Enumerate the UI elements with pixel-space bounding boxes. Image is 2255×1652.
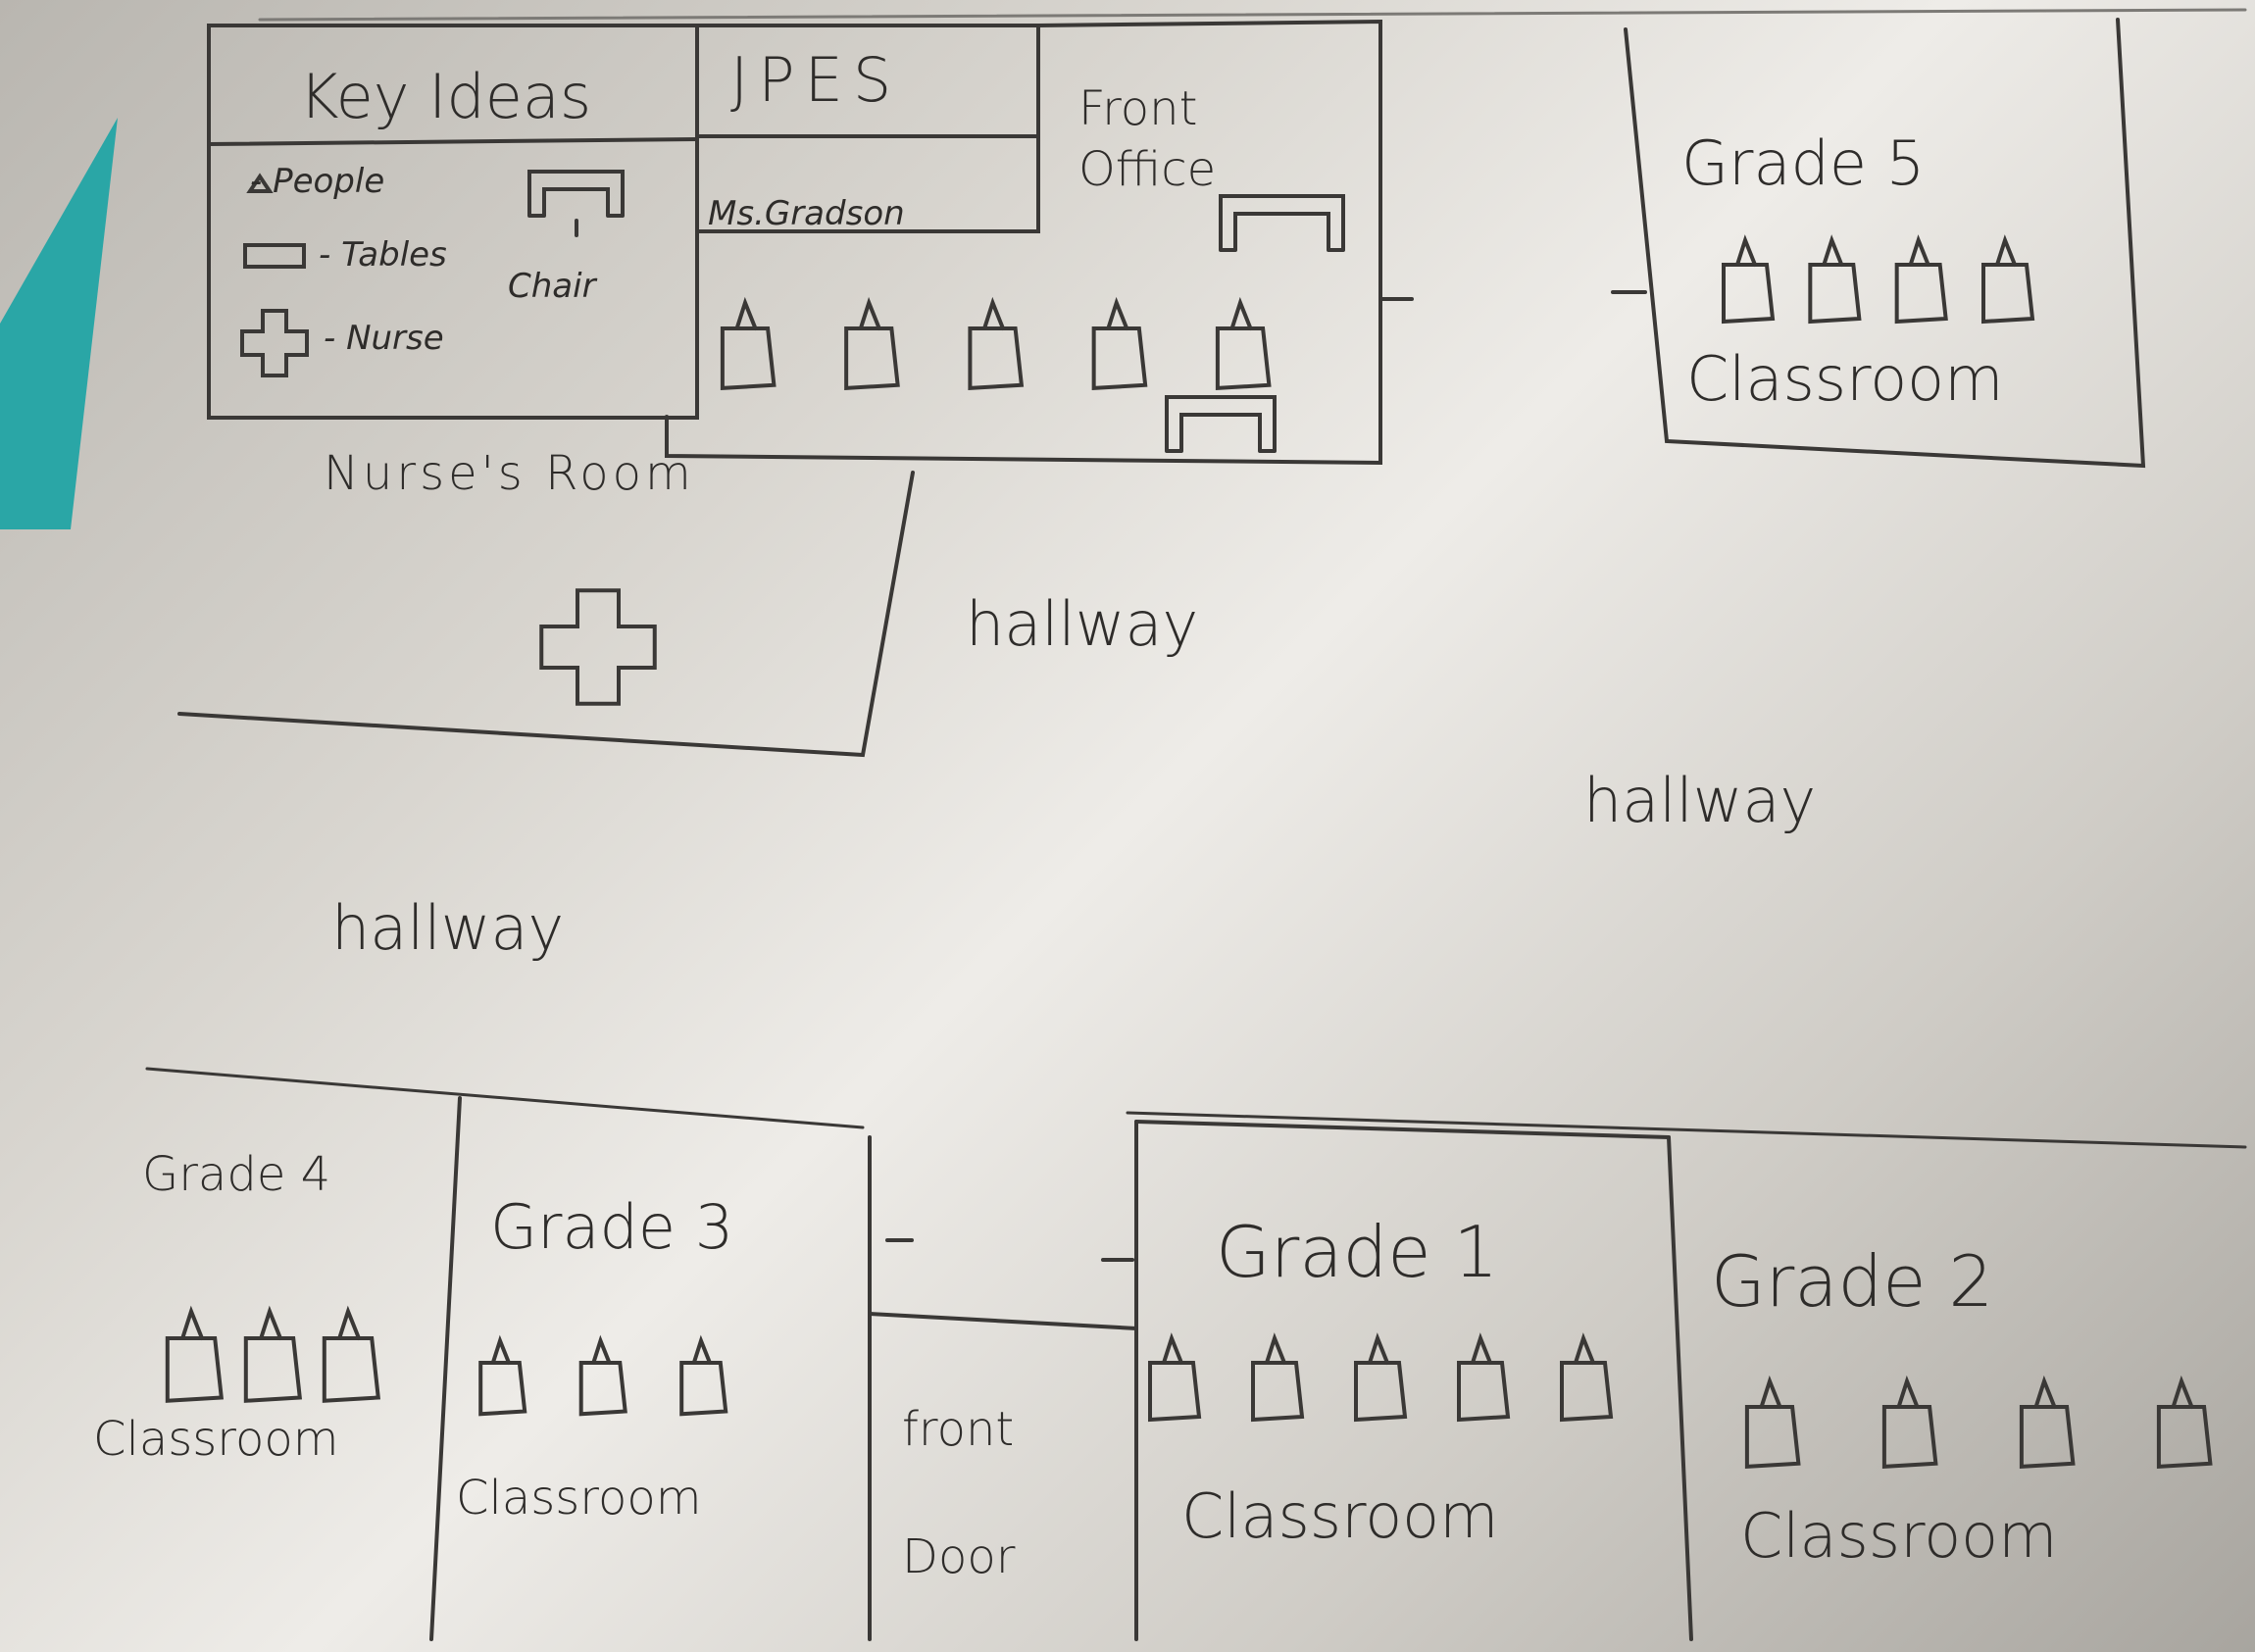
person-icon xyxy=(478,1334,527,1417)
person-icon xyxy=(243,1305,303,1403)
front-door-top xyxy=(868,1312,1138,1330)
hallway-wall-left xyxy=(145,1067,865,1129)
jpes-box xyxy=(695,24,1040,233)
grade4-subtitle: Classroom xyxy=(93,1412,339,1467)
table-icon xyxy=(243,243,306,269)
table-icon xyxy=(1219,194,1345,252)
person-icon xyxy=(1457,1332,1511,1423)
person-icon xyxy=(165,1305,225,1403)
person-icon xyxy=(1808,234,1862,325)
person-icon xyxy=(322,1305,381,1403)
legend-people: - People xyxy=(250,162,385,201)
front-door-title: front xyxy=(902,1402,1015,1457)
grade2-title: Grade 2 xyxy=(1711,1240,1994,1323)
person-icon xyxy=(578,1334,627,1417)
paper-edge xyxy=(258,8,2247,22)
front-office-walls xyxy=(665,19,1382,466)
legend-divider xyxy=(207,137,699,146)
jpes-title: JPES xyxy=(730,44,902,116)
front-office-title: Front Office xyxy=(1078,81,1217,197)
grade2-subtitle: Classroom xyxy=(1740,1500,2058,1572)
grade5-walls xyxy=(1624,18,2146,469)
nurse-room-walls xyxy=(177,471,915,758)
table-icon xyxy=(527,170,625,218)
person-icon xyxy=(2156,1375,2213,1470)
hallway-wall-right xyxy=(1126,1111,2247,1149)
table-icon xyxy=(1165,395,1277,453)
triangle-person-icon xyxy=(246,173,274,193)
grade3-subtitle: Classroom xyxy=(456,1471,702,1526)
hallway-label: hallway xyxy=(1583,765,1817,836)
grade5-subtitle: Classroom xyxy=(1686,343,2004,415)
person-icon xyxy=(2019,1375,2076,1470)
person-icon xyxy=(1981,234,2035,325)
person-icon xyxy=(844,296,900,391)
nurse-cross-icon xyxy=(240,309,309,377)
wall-g1-g2 xyxy=(1667,1135,1693,1641)
person-icon xyxy=(1722,234,1776,325)
person-icon xyxy=(968,296,1025,391)
front-door-subtitle: Door xyxy=(902,1529,1016,1584)
person-icon xyxy=(1894,234,1948,325)
person-icon xyxy=(720,296,777,391)
jpes-name: Ms.Gradson xyxy=(708,194,905,233)
legend-nurse: - Nurse xyxy=(324,319,444,358)
hallway-label: hallway xyxy=(966,588,1199,660)
grade4-title: Grade 4 xyxy=(142,1147,331,1202)
person-icon xyxy=(1744,1375,1801,1470)
grade1-subtitle: Classroom xyxy=(1181,1480,1499,1552)
nurse-cross-icon xyxy=(539,588,657,706)
person-icon xyxy=(1148,1332,1202,1423)
person-icon xyxy=(1251,1332,1305,1423)
grade1-top xyxy=(1134,1120,1671,1139)
person-icon xyxy=(1091,296,1148,391)
person-icon xyxy=(1354,1332,1408,1423)
person-icon xyxy=(1881,1375,1938,1470)
grade1-title: Grade 1 xyxy=(1216,1211,1499,1293)
nurse-room-title: Nurse's Room xyxy=(324,446,695,501)
legend-chair: Chair xyxy=(508,267,596,306)
legend-tables: - Tables xyxy=(319,235,447,275)
grade3-title: Grade 3 xyxy=(490,1191,734,1263)
hallway-label: hallway xyxy=(331,892,565,964)
grade5-title: Grade 5 xyxy=(1681,127,1926,199)
legend-title: Key Ideas xyxy=(299,61,592,132)
person-icon xyxy=(679,1334,728,1417)
person-icon xyxy=(1215,296,1272,391)
wall-g4-g3 xyxy=(429,1096,462,1641)
person-icon xyxy=(1560,1332,1614,1423)
